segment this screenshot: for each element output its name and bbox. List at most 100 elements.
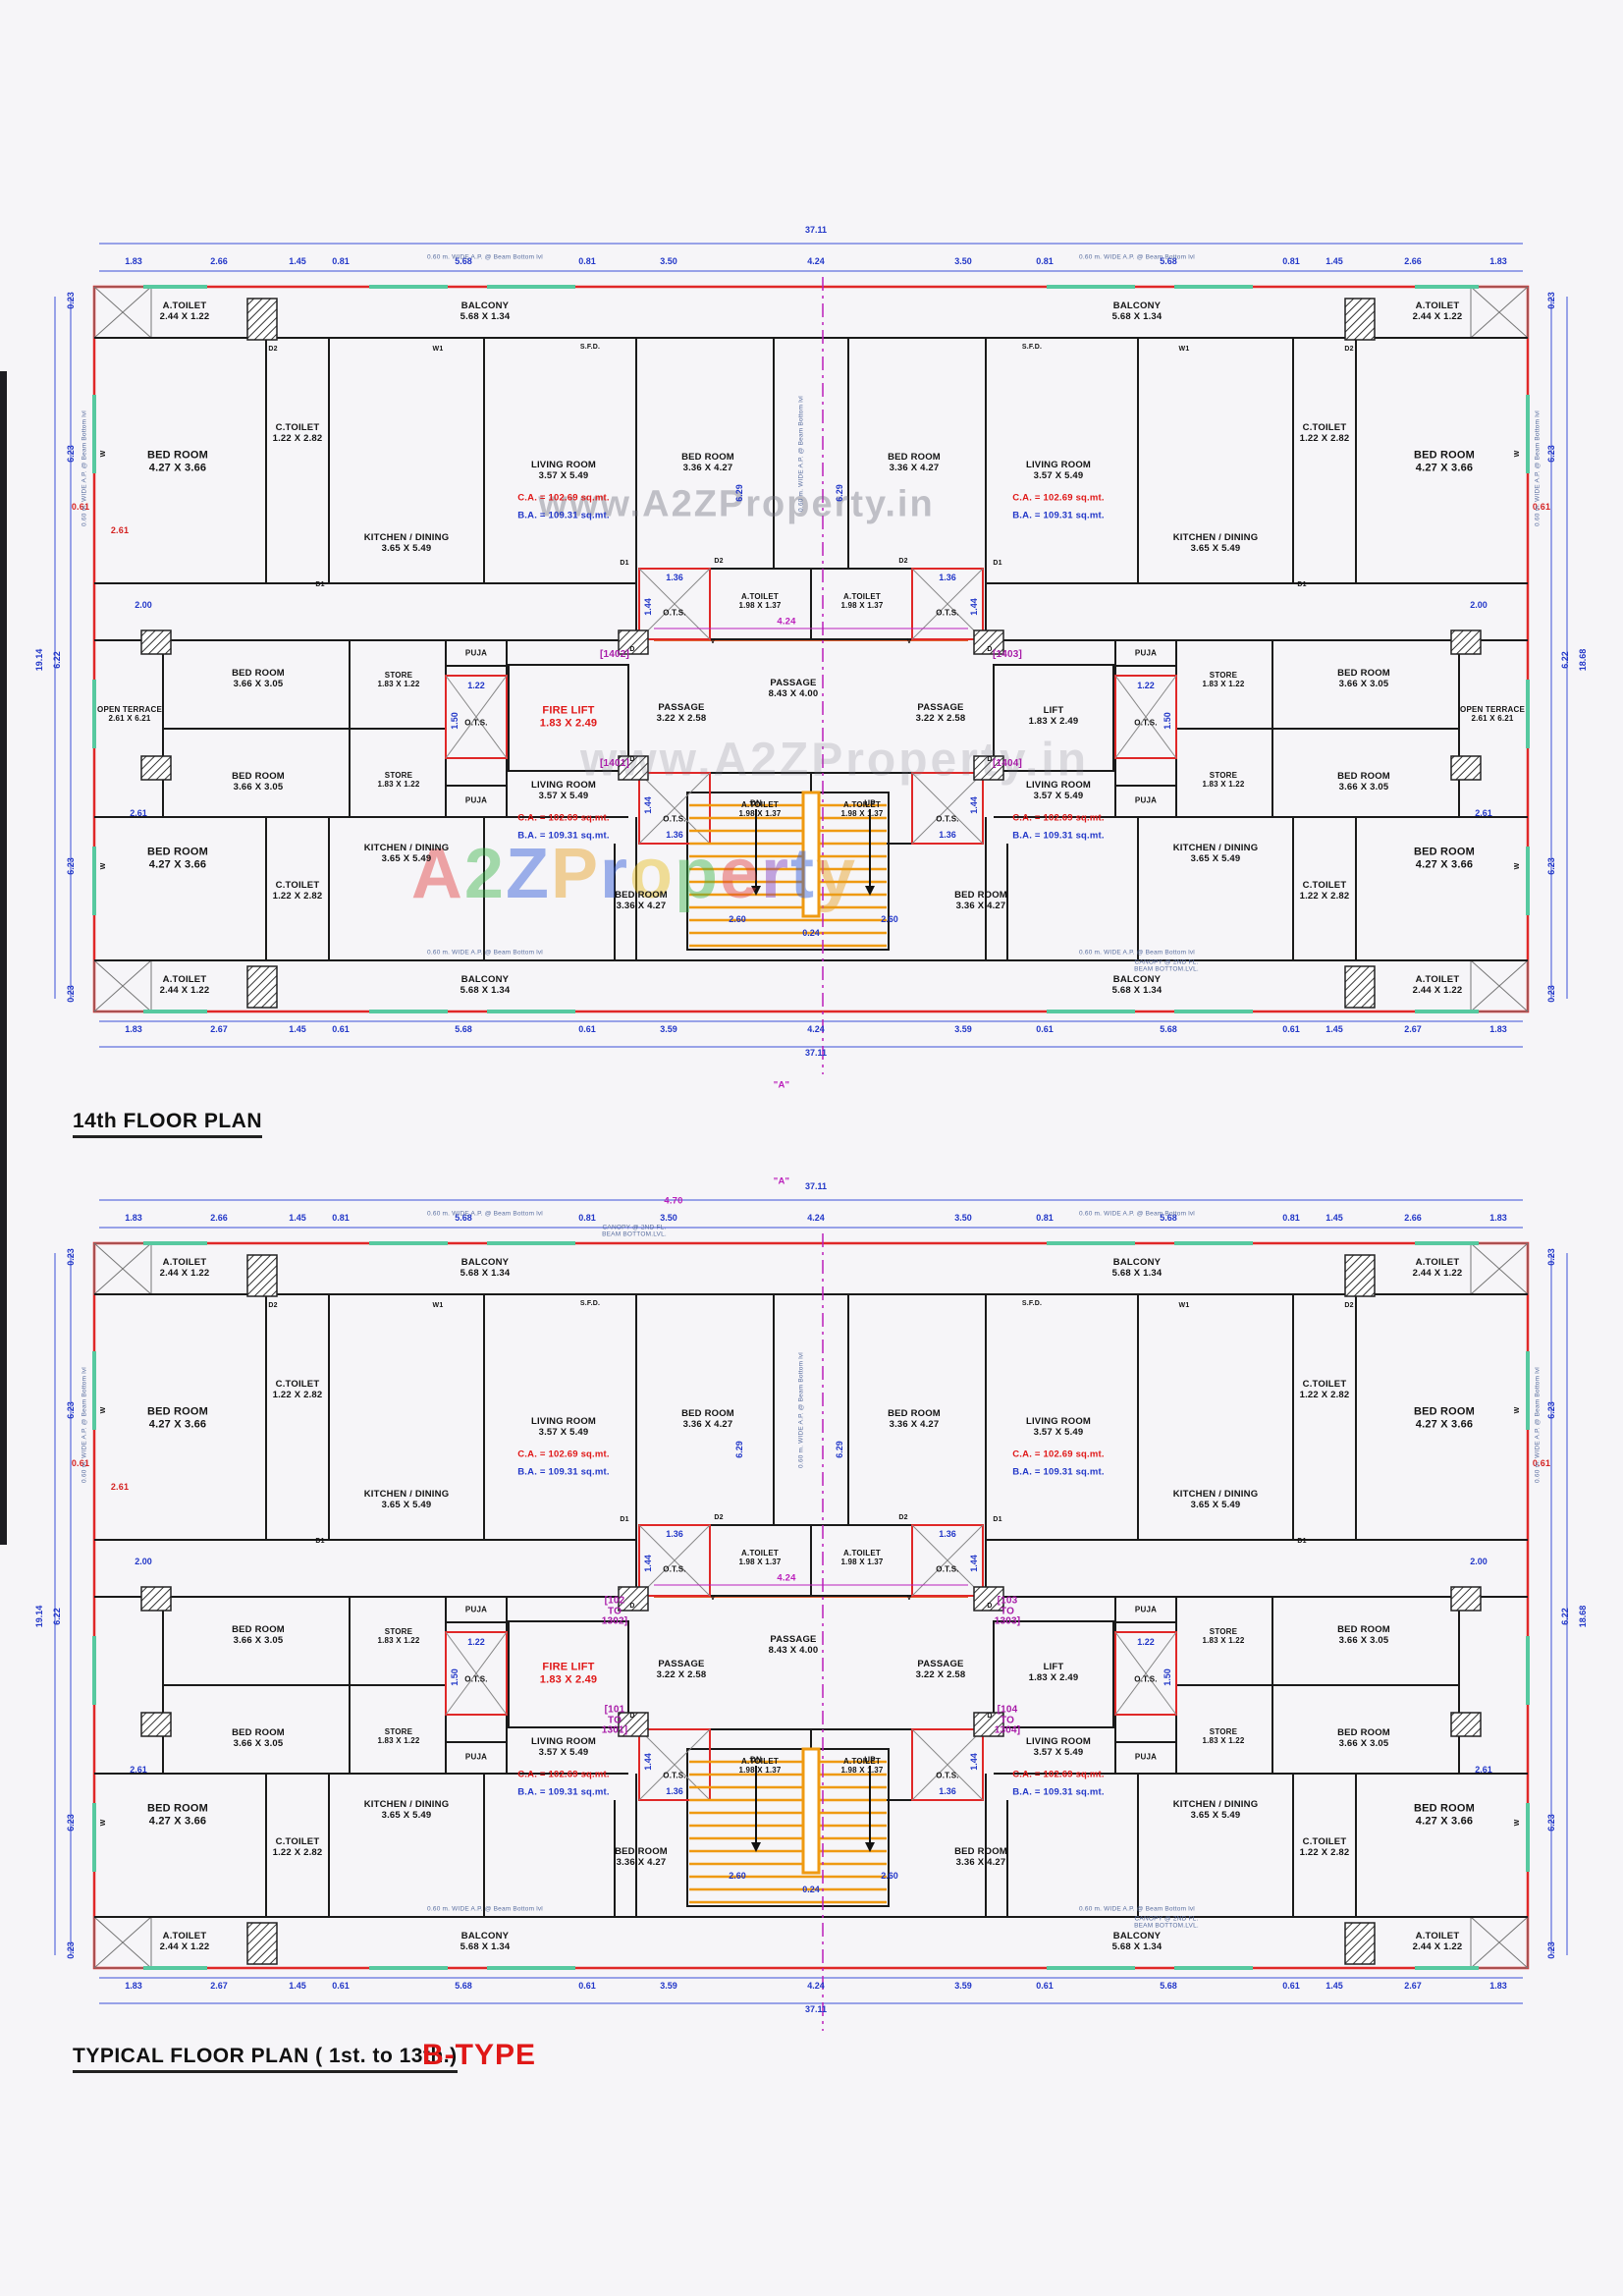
dim: 4.24 [807,1980,825,1991]
dim: 6.23 [1545,1401,1556,1419]
dim: 0.23 [65,292,76,309]
tag-vent: V [710,1594,716,1602]
watermark-letter: r [599,835,630,913]
dim: 1.83 [125,1212,142,1223]
dim: 0.81 [1282,1212,1300,1223]
dim: 3.50 [660,1212,677,1223]
watermark-letter: P [550,835,600,913]
carpet-area: C.A. = 102.69 sq.mt. [517,1449,610,1460]
dim: 2.60 [881,1870,898,1881]
unit-number: [1401] [599,757,630,769]
builtup-area: B.A. = 109.31 sq.mt. [517,1466,610,1478]
plan-title: TYPICAL FLOOR PLAN ( 1st. to 13th.) [73,2045,458,2073]
section-line [654,1233,968,2031]
dim: 1.45 [289,255,306,266]
staircase [689,1747,887,1904]
dim: 5.68 [1160,1980,1177,1991]
ap-note: 0.60 m. WIDE A.P. @ Beam Bottom lvl [427,949,543,957]
ots: O.T.S. [936,608,959,618]
dim: 0.61 [1036,1023,1054,1034]
stair-dn: DN [750,798,762,808]
dim: 2.66 [1404,1212,1422,1223]
dim: 1.36 [939,829,956,840]
tag-door: D2 [898,557,908,565]
tag-window: W [99,1819,107,1827]
stair-up: UP [864,1755,876,1765]
dim: 0.23 [65,985,76,1003]
staircase [689,791,887,948]
dim: 1.83 [1489,1212,1507,1223]
stair-up: UP [864,798,876,808]
tag-sfd: S.F.D. [579,343,601,351]
carpet-area: C.A. = 102.69 sq.mt. [1012,1769,1105,1780]
dim: 0.61 [332,1023,350,1034]
dim: 1.22 [467,1636,485,1647]
dim: 1.83 [1489,255,1507,266]
dim: 5.68 [455,1212,472,1223]
dim: 1.36 [666,1528,683,1539]
plan-walls-drawing [54,1199,1568,2031]
carpet-area: C.A. = 102.69 sq.mt. [1012,492,1105,504]
unit-number: [1404] [992,757,1023,769]
dim: 3.59 [660,1023,677,1034]
dim: 2.66 [210,1212,228,1223]
plan-title: 14th FLOOR PLAN [73,1110,263,1138]
ots-cross-lines [445,568,1177,845]
dim: 2.60 [881,913,898,924]
tag-door: D [629,1712,635,1720]
tag-door: D1 [993,559,1002,567]
tag-door: D [987,645,993,653]
carpet-area: C.A. = 102.69 sq.mt. [517,492,610,504]
dim: 2.00 [135,1556,152,1566]
dim: 2.66 [210,255,228,266]
dim: 0.81 [1036,255,1054,266]
section-line [654,277,968,1074]
dim: 1.45 [289,1023,306,1034]
tag-door: D2 [714,1513,724,1521]
dim: 5.68 [1160,1212,1177,1223]
builtup-area: B.A. = 109.31 sq.mt. [517,1786,610,1798]
ots-shafts [445,568,1177,845]
tag-window: W1 [1178,1301,1190,1309]
dim: 0.81 [578,255,596,266]
ap-note: 0.60 m. WIDE A.P. @ Beam Bottom lvl [81,410,88,526]
tag-door: D1 [620,1515,629,1523]
tag-window: W [99,862,107,870]
dim: 6.22 [1559,1608,1570,1625]
watermark-url-2: www.A2ZProperty.in [579,734,1090,787]
dim: 2.67 [210,1023,228,1034]
ots-shafts [445,1524,1177,1801]
tag-sfd: S.F.D. [1021,1299,1043,1307]
dim: 4.24 [807,255,825,266]
watermark-letter: p [674,835,720,913]
dim: 1.44 [642,796,653,814]
dim: 6.23 [65,1814,76,1831]
dim: 4.24 [807,1212,825,1223]
dim: 1.22 [1137,680,1155,690]
ots: O.T.S. [1134,1674,1158,1684]
tag-door: D2 [898,1513,908,1521]
watermark-letter: e [719,835,762,913]
dim-overall: 37.11 [804,1047,828,1058]
dim: 3.50 [660,255,677,266]
dim: 1.36 [939,1785,956,1796]
room-puja: PUJA [464,648,488,658]
tag-window: W [99,450,107,458]
dimension-lines [54,243,1568,1048]
tag-door: D2 [714,557,724,565]
